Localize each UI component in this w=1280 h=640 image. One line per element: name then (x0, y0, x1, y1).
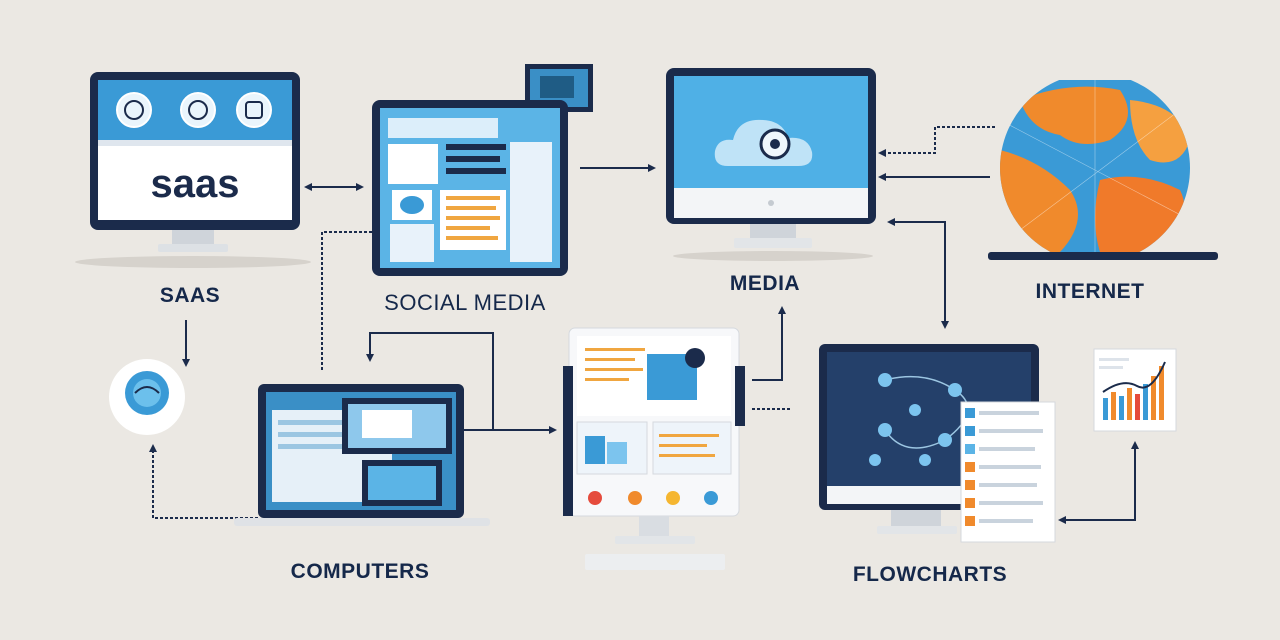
arrow-computers-up-dashed (149, 444, 258, 519)
arrow-dashboard-media (752, 306, 786, 381)
arrow-media-flowcharts (887, 218, 949, 329)
social-media-tablet (372, 64, 593, 276)
label-social-media: SOCIAL MEDIA (384, 290, 546, 315)
analytics-chart-card (1093, 348, 1177, 432)
saas-icon-2 (188, 100, 208, 120)
label-computers: COMPUTERS (290, 560, 430, 583)
user-profile-badge (109, 359, 185, 435)
label-internet: INTERNET (1035, 280, 1145, 303)
media-monitor (666, 68, 876, 261)
internet-globe (988, 80, 1218, 260)
cloud-gear-icon (714, 119, 813, 166)
arrow-to-computers (366, 332, 494, 430)
arrow-chart-flowcharts (1058, 441, 1139, 524)
dashboard-button-red (588, 491, 602, 505)
saas-screen-text: saas (151, 162, 240, 206)
dashboard-button-orange (628, 491, 642, 505)
connector-social-computers-dashed (321, 231, 372, 370)
dashboard-button-yellow (666, 491, 680, 505)
saas-monitor: saas (75, 72, 311, 268)
computers-laptop (234, 384, 490, 526)
flowchart-list-panel (960, 401, 1056, 543)
saas-icon-1 (124, 100, 144, 120)
label-flowcharts: FLOWCHARTS (852, 563, 1008, 586)
saas-icon-3 (245, 101, 263, 119)
label-saas: SAAS (159, 284, 221, 307)
label-media: MEDIA (729, 272, 801, 295)
dashboard-button-blue (704, 491, 718, 505)
dashboard-monitor (563, 327, 745, 570)
arrow-internet-media-dashed (878, 126, 995, 157)
flowcharts-monitor (819, 344, 1056, 543)
